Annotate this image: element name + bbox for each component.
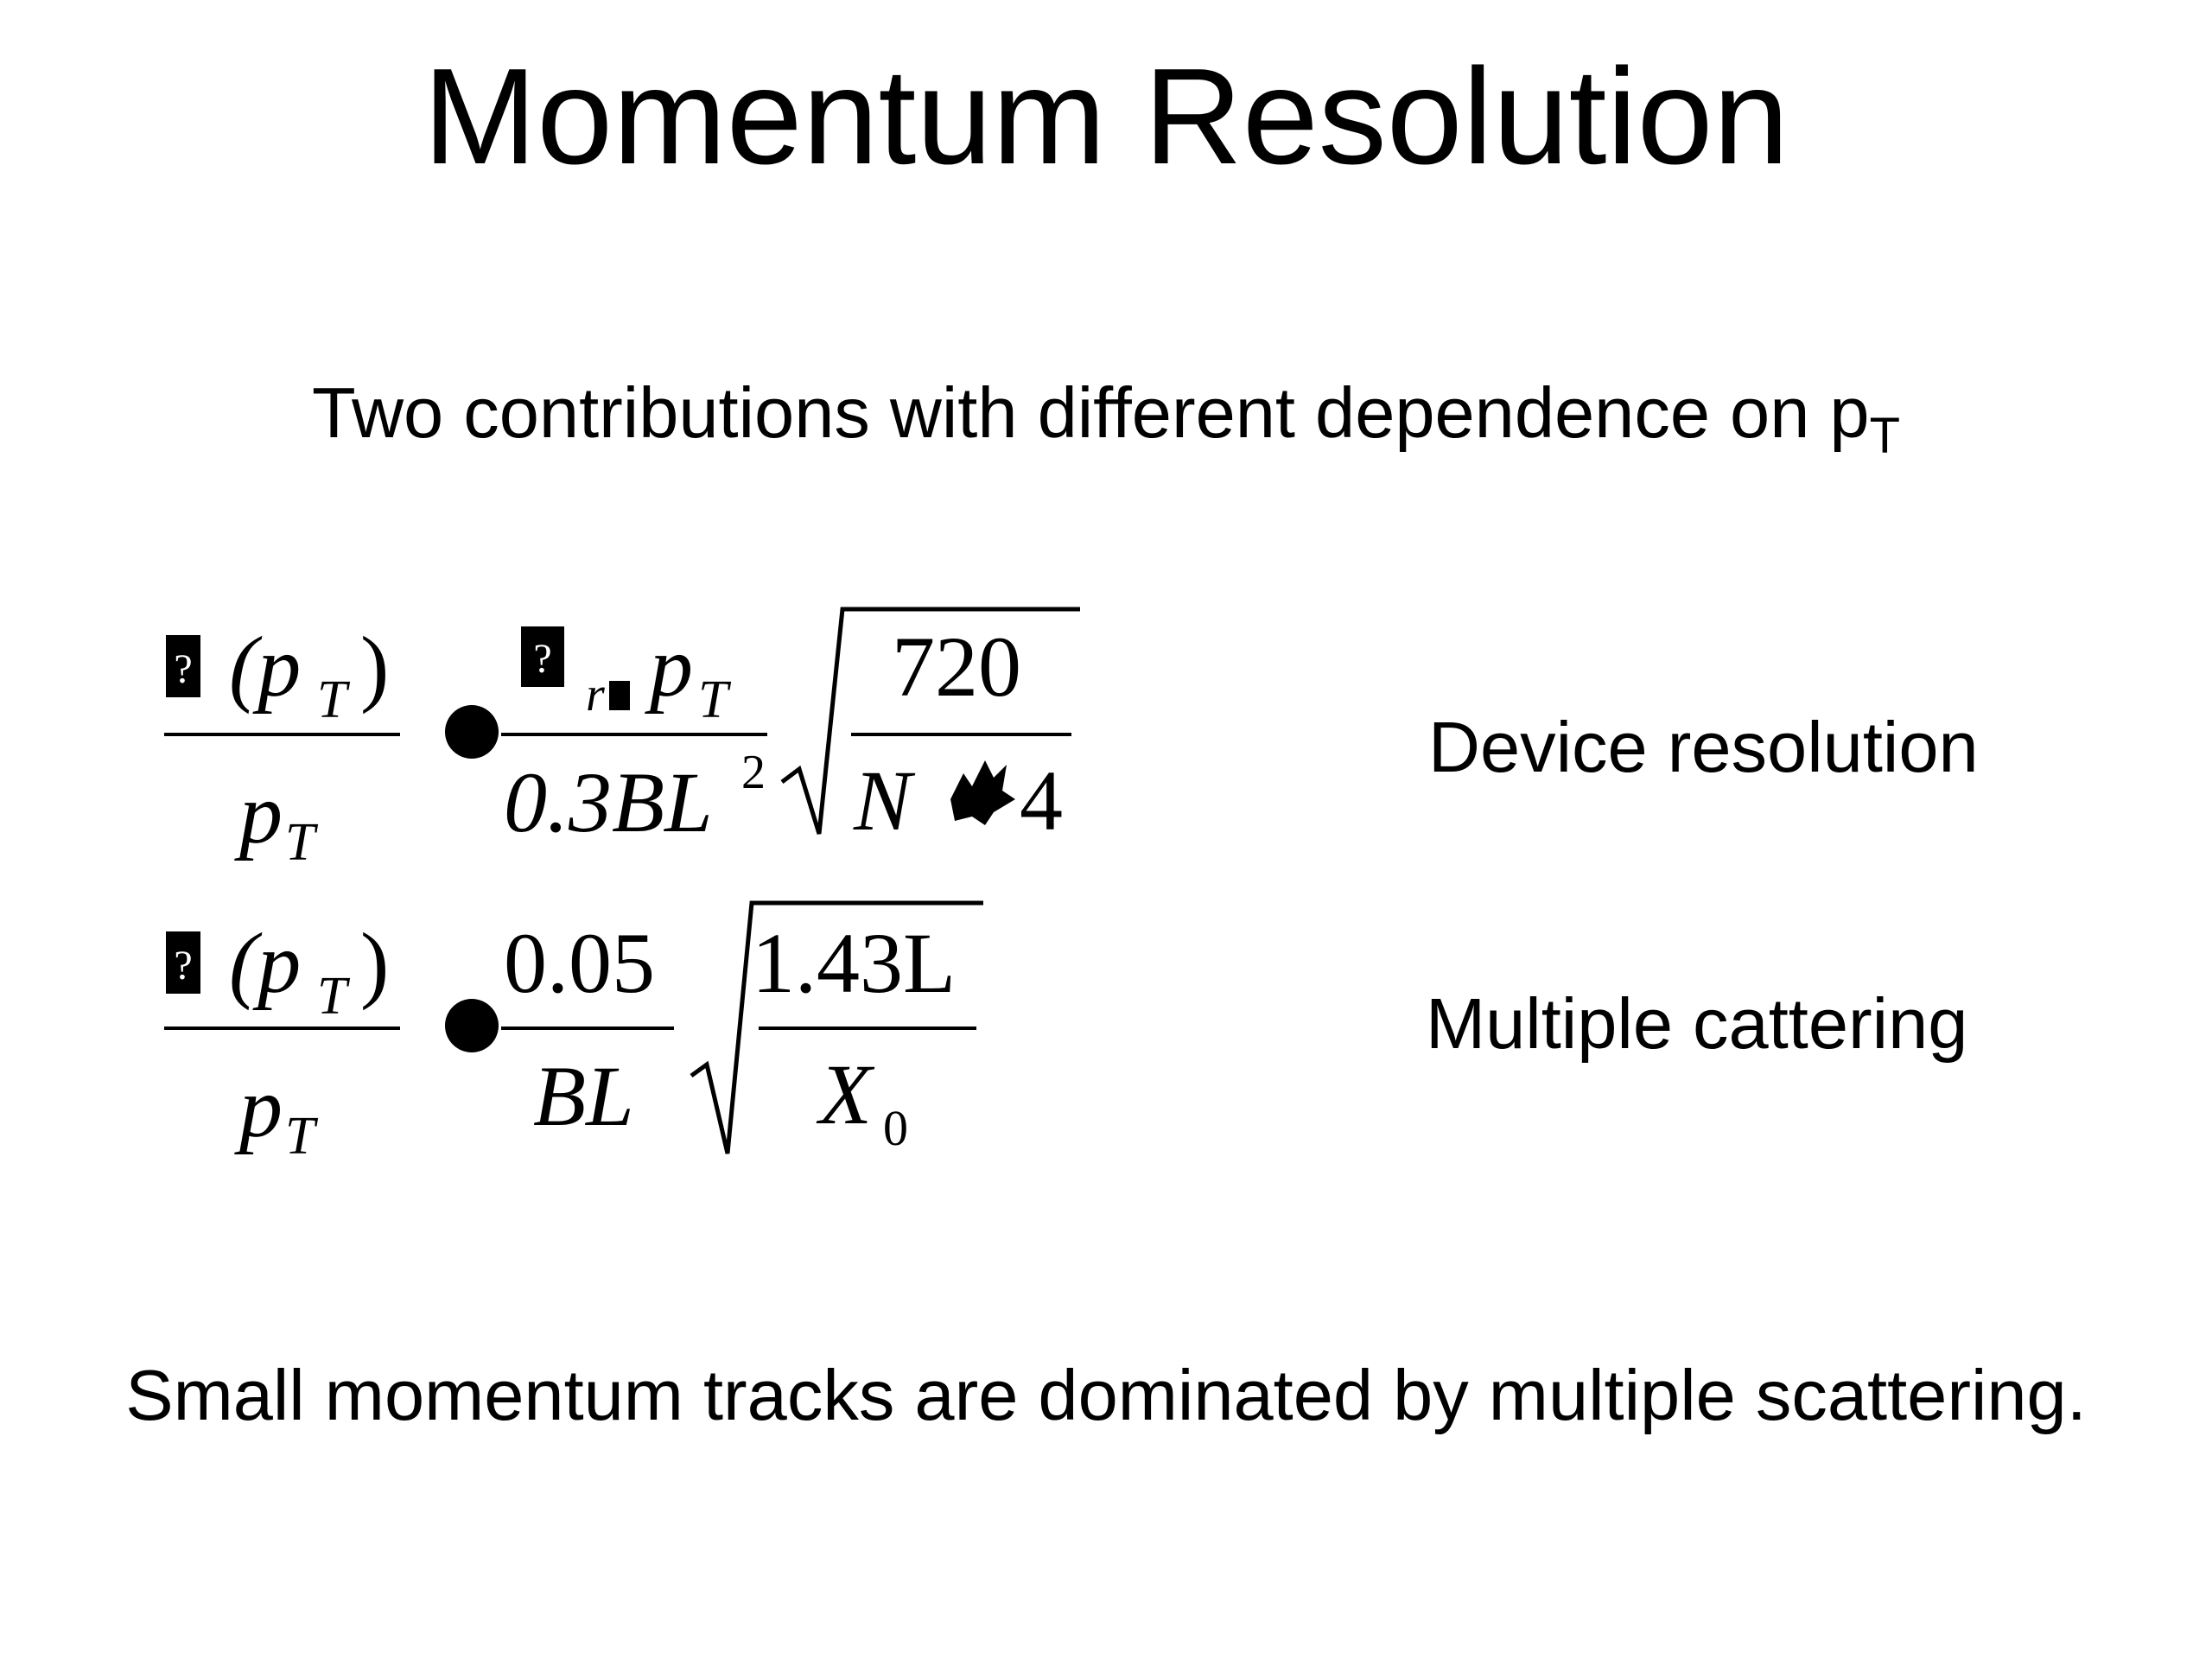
lhs-numerator-p: (p (229, 619, 301, 715)
svg-text:?: ? (533, 636, 551, 682)
sqrt-numerator: 720 (892, 619, 1021, 715)
sqrt-denominator-sub: 0 (883, 1100, 908, 1156)
rhs-denominator-sup: 2 (741, 746, 766, 799)
label-multiple-scattering: Multiple cattering (1426, 983, 1968, 1064)
lhs-denominator-p: p (234, 766, 283, 861)
lhs-numerator-close: ) (360, 619, 389, 715)
sqrt-sign (780, 607, 1080, 835)
sqrt-sign (690, 900, 983, 1154)
slide-subtitle: Two contributions with different depende… (0, 370, 2212, 461)
subtitle-subscript: T (1869, 408, 1901, 464)
rhs-numerator-p-sub: T (698, 671, 732, 729)
rhs-numerator-p: p (645, 619, 693, 715)
svg-text:?: ? (174, 646, 192, 692)
sqrt-denominator-n: N (853, 753, 916, 849)
lhs-numerator-sub: T (317, 967, 351, 1026)
missing-glyph-icon (950, 760, 1015, 825)
svg-text:?: ? (174, 943, 192, 988)
rhs-numerator-sub: r (586, 668, 605, 721)
lhs-denominator-p: p (234, 1059, 283, 1155)
device-resolution-equation: ? (p T ) p T ? r p T 0.3BL 2 720 N 4 (164, 607, 1080, 872)
sqrt-denominator-4: 4 (1020, 753, 1063, 849)
lhs-numerator-p: (p (229, 915, 301, 1011)
rhs-numerator: 0.05 (504, 915, 655, 1011)
rhs-denominator: 0.3BL (504, 754, 713, 850)
bullet-symbol (445, 705, 499, 759)
sqrt-numerator: 1.43L (752, 915, 956, 1011)
conclusion-text: Small momentum tracks are dominated by m… (125, 1355, 2087, 1435)
bullet-symbol (445, 999, 499, 1052)
subtitle-text: Two contributions with different depende… (311, 372, 1870, 453)
label-device-resolution: Device resolution (1428, 707, 1979, 787)
missing-glyph-icon: ? (166, 931, 200, 994)
lhs-numerator-close: ) (360, 915, 389, 1011)
multiple-scattering-equation: ? (p T ) p T 0.05 BL 1.43L X 0 (164, 900, 983, 1166)
missing-glyph-icon (609, 681, 630, 710)
lhs-numerator-sub: T (317, 671, 351, 729)
lhs-denominator-sub: T (285, 813, 319, 872)
sqrt-denominator-x: X (816, 1046, 875, 1142)
missing-glyph-icon: ? (521, 626, 564, 687)
slide-title: Momentum Resolution (423, 41, 1789, 193)
lhs-denominator-sub: T (285, 1107, 319, 1166)
rhs-denominator: BL (533, 1048, 634, 1144)
missing-glyph-icon: ? (166, 635, 200, 697)
